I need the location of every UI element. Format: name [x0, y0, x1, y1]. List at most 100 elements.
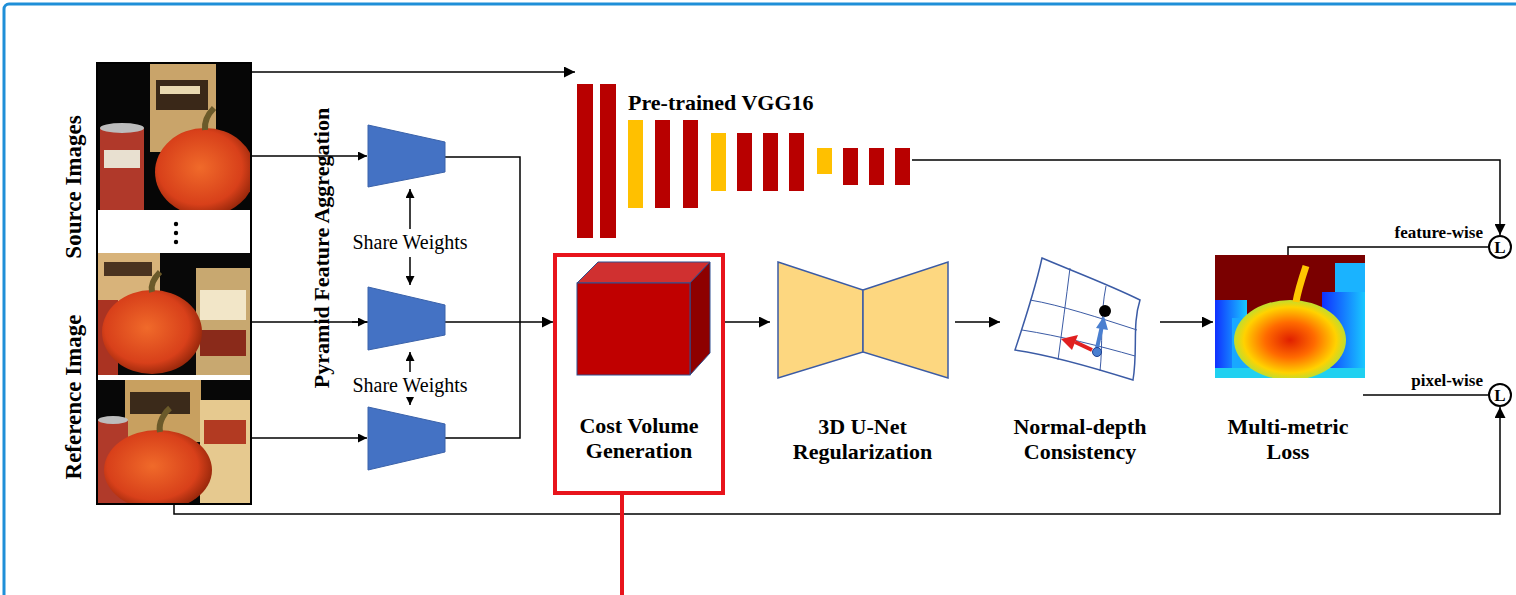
vgg-layer-bar	[763, 133, 778, 191]
ellipsis-dots	[174, 231, 178, 235]
highlight-box: Cost Volume Generation	[553, 253, 725, 495]
photo	[152, 272, 160, 292]
photo	[200, 290, 246, 320]
vgg-layer-bar	[683, 120, 698, 208]
photo	[104, 150, 140, 168]
vgg-layer-bar	[655, 120, 670, 208]
stage-label: Pyramid Feature Aggregation	[309, 108, 334, 388]
edge-label: pixel-wise	[1410, 371, 1484, 391]
node-text: L	[1490, 237, 1510, 257]
callout-line	[620, 495, 624, 595]
photo	[102, 290, 202, 374]
annotation-label: Share Weights	[350, 231, 470, 254]
photo	[104, 430, 212, 503]
encoder-trapezoid	[368, 407, 445, 470]
image-stack-frame: Reference ImageSource Images	[96, 62, 252, 505]
ellipsis-dots	[174, 222, 178, 244]
surface-illustration	[1058, 268, 1070, 360]
photo	[98, 416, 128, 424]
share-weights-arrow	[409, 398, 411, 405]
surface-illustration	[1015, 258, 1140, 380]
cost-volume-cube	[577, 283, 690, 375]
feature-wire	[352, 321, 367, 323]
vgg-layer-bar	[869, 148, 884, 185]
node-text: Source Images	[61, 115, 87, 258]
vgg-layer-bar	[600, 84, 616, 238]
vgg-layer-bar	[737, 133, 752, 191]
photo	[104, 262, 152, 276]
connector-arrow	[1363, 394, 1488, 396]
connector-arrow	[725, 321, 770, 323]
vgg-layer-bar	[817, 148, 832, 174]
process-block: Normal-depth Consistency	[1000, 255, 1160, 480]
feature-wire	[252, 437, 367, 439]
connector-arrow	[1288, 247, 1488, 255]
connector-arrow	[955, 321, 1000, 323]
edge-label: feature-wise	[1394, 223, 1484, 243]
surface-illustration	[1022, 330, 1135, 356]
process-block: Multi-metric Loss	[1213, 255, 1363, 480]
depth-map	[1296, 266, 1306, 302]
vgg-block: Pre-trained VGG16	[575, 66, 912, 240]
node-text: Cost Volume Generation	[557, 413, 721, 464]
surface-illustration	[1096, 316, 1108, 330]
surface-illustration	[1099, 305, 1111, 317]
vgg-layer-bar	[843, 148, 858, 185]
photo	[200, 400, 250, 503]
photo	[205, 108, 214, 130]
surface-illustration	[1015, 258, 1140, 380]
cost-volume-cube	[577, 262, 710, 375]
surface-illustration	[1061, 335, 1078, 350]
depth-map	[1234, 300, 1346, 378]
depth-map	[1215, 255, 1365, 378]
vgg-layer-bar	[577, 84, 910, 238]
surface-illustration	[1097, 326, 1102, 348]
cost-volume-cube	[577, 262, 710, 283]
surface-illustration	[1075, 342, 1092, 350]
vgg-layer-bar	[577, 84, 593, 238]
feature-wire	[252, 156, 520, 438]
encoder-trapezoid	[368, 125, 445, 187]
loss-circle: L	[1488, 235, 1512, 259]
process-block: 3D U-Net Regularization	[770, 262, 955, 480]
encoder-trapezoid	[368, 125, 445, 470]
node-text: Pre-trained VGG16	[628, 90, 888, 115]
surface-illustration	[1030, 300, 1137, 330]
connector-arrow	[174, 407, 1500, 514]
vgg-layer-bar	[789, 133, 804, 191]
photo	[155, 128, 250, 210]
share-weights-arrow	[409, 189, 411, 405]
photo	[160, 408, 170, 432]
photo	[98, 380, 250, 503]
share-weights-arrow	[409, 189, 411, 229]
photo	[98, 253, 250, 375]
photo	[156, 80, 208, 110]
vgg-layer-bar	[711, 133, 726, 191]
annotation-label: Share Weights	[350, 374, 470, 397]
vgg-layer-bar	[628, 120, 643, 208]
share-weights-arrow	[409, 257, 411, 285]
photo	[100, 123, 144, 133]
unet-shape	[778, 262, 948, 378]
node-text: Multi-metric Loss	[1213, 414, 1363, 465]
loss-circle: L	[1488, 383, 1512, 407]
share-weights-arrow	[409, 352, 411, 372]
photo	[98, 64, 250, 210]
photo	[196, 268, 250, 375]
surface-illustration	[1093, 348, 1102, 357]
encoder-trapezoid	[368, 287, 445, 350]
node-text: Reference Image	[61, 315, 87, 480]
surface-illustration	[1022, 268, 1137, 371]
node-text: Normal-depth Consistency	[1000, 414, 1160, 465]
ellipsis-dots	[174, 240, 178, 244]
outer-frame	[4, 4, 1516, 595]
photo	[130, 392, 190, 414]
unet-shape	[778, 262, 863, 378]
unet-shape	[863, 262, 948, 378]
vgg-layer-bar	[895, 148, 910, 185]
photo	[200, 330, 246, 356]
